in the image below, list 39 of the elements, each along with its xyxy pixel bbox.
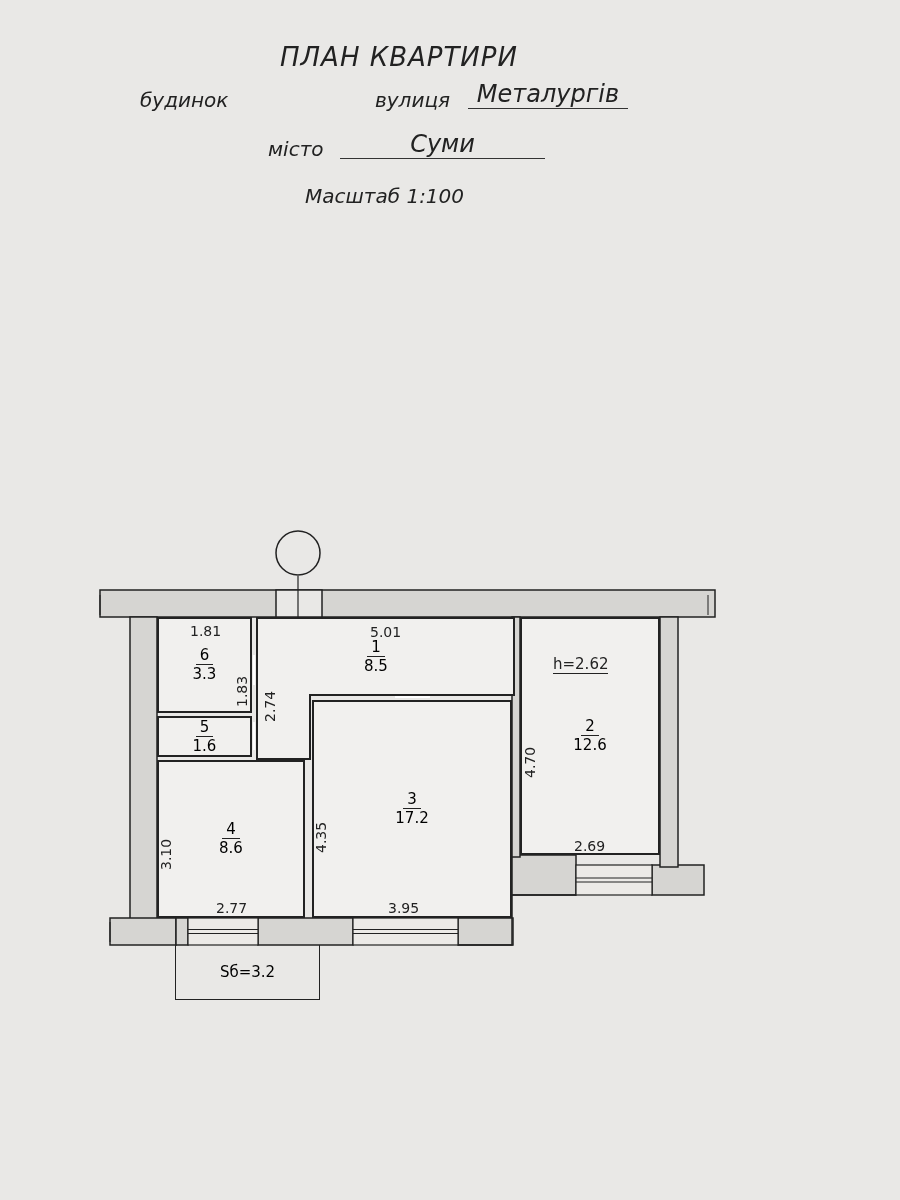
dimension-text: 4.35	[313, 821, 329, 853]
room-number: 3	[403, 791, 421, 809]
room	[157, 760, 305, 918]
room-number: 1	[367, 639, 385, 657]
dimension-text: 5.01	[370, 624, 402, 640]
scale-note: Масштаб 1:100	[305, 184, 465, 208]
room-number: 4	[222, 821, 240, 839]
room	[157, 617, 252, 713]
balcony-area-text: Sб=3.2	[219, 963, 276, 981]
field-value: Суми	[340, 130, 545, 159]
room-area-value: 17.2	[395, 809, 429, 827]
room-area-value: 3.3	[192, 665, 217, 683]
field-label: вулиця	[375, 88, 451, 112]
dimension-text: 3.10	[158, 838, 174, 870]
field-label: будинок	[140, 88, 229, 112]
dimension-text: 1.81	[190, 623, 222, 639]
dimension-text: 2.77	[216, 900, 248, 916]
dimension-text: 3.95	[388, 900, 420, 916]
room-area-value: 8.6	[219, 839, 243, 857]
dimension-text: 2.74	[262, 690, 278, 722]
balcony	[175, 945, 320, 1000]
field-value: Металургів	[468, 80, 628, 109]
room-number: 2	[581, 718, 599, 736]
room-area-value: 8.5	[364, 657, 388, 675]
room-area-value: 12.6	[573, 736, 607, 754]
plan-title: ПЛАН КВАРТИРИ	[280, 42, 518, 72]
dimension-text: 1.83	[234, 675, 250, 707]
room-number: 6	[195, 647, 214, 665]
room	[256, 617, 515, 760]
room-area-value: 1.6	[192, 736, 217, 755]
room	[520, 617, 660, 855]
room	[157, 716, 252, 757]
ceiling-height-text: h=2.62	[553, 655, 609, 674]
room	[312, 700, 512, 918]
dimension-text: 2.69	[574, 838, 606, 854]
circle-marker	[275, 530, 321, 576]
room-number: 5	[195, 718, 214, 737]
dimension-text: 4.70	[522, 746, 538, 778]
field-label: місто	[268, 137, 324, 161]
